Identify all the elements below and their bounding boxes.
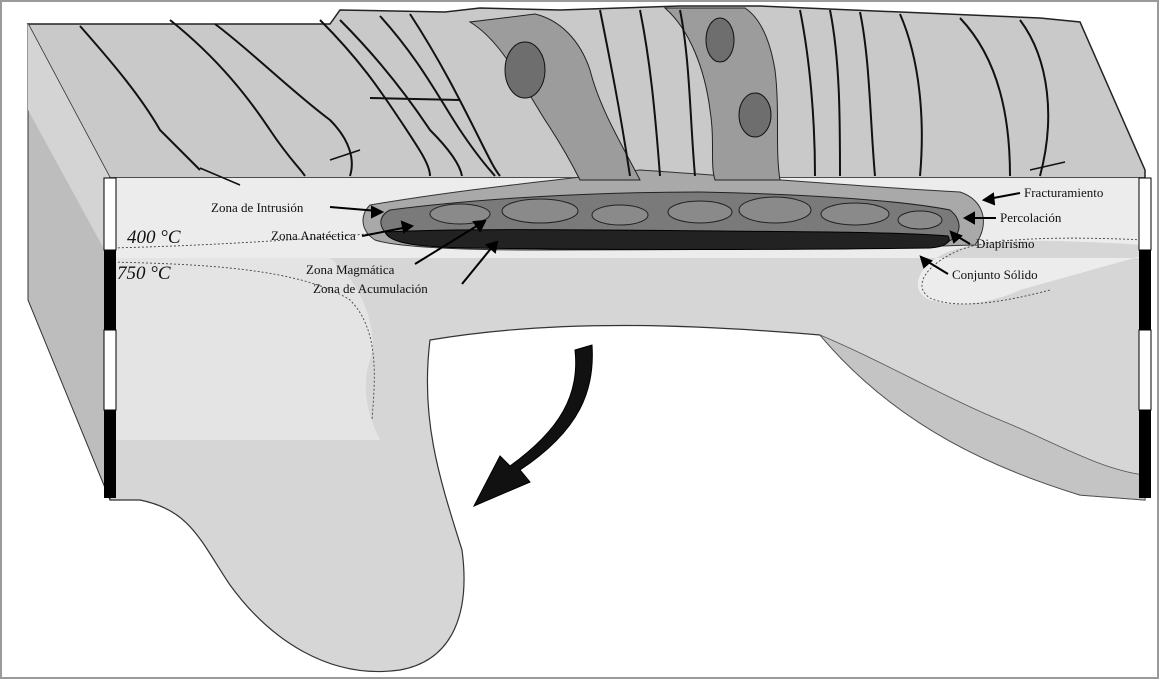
label-accumulation-zone: Zona de Acumulación	[313, 281, 428, 296]
label-magmatic-zone: Zona Magmática	[306, 262, 395, 277]
temp-400-label: 400 °C	[127, 227, 181, 248]
label-diapirism: Diapirismo	[976, 236, 1035, 251]
label-intrusion-zone: Zona de Intrusión	[211, 200, 304, 215]
temp-750-label: 750 °C	[117, 263, 171, 284]
scale-bar-left	[104, 178, 116, 498]
scale-bar-right	[1139, 178, 1151, 498]
label-solid-assemblage: Conjunto Sólido	[952, 267, 1038, 282]
label-anatectic-zone: Zona Anatéctica	[271, 228, 356, 243]
label-fracturing: Fracturamiento	[1024, 185, 1103, 200]
label-percolation: Percolación	[1000, 210, 1062, 225]
accumulation-zone	[385, 230, 949, 250]
